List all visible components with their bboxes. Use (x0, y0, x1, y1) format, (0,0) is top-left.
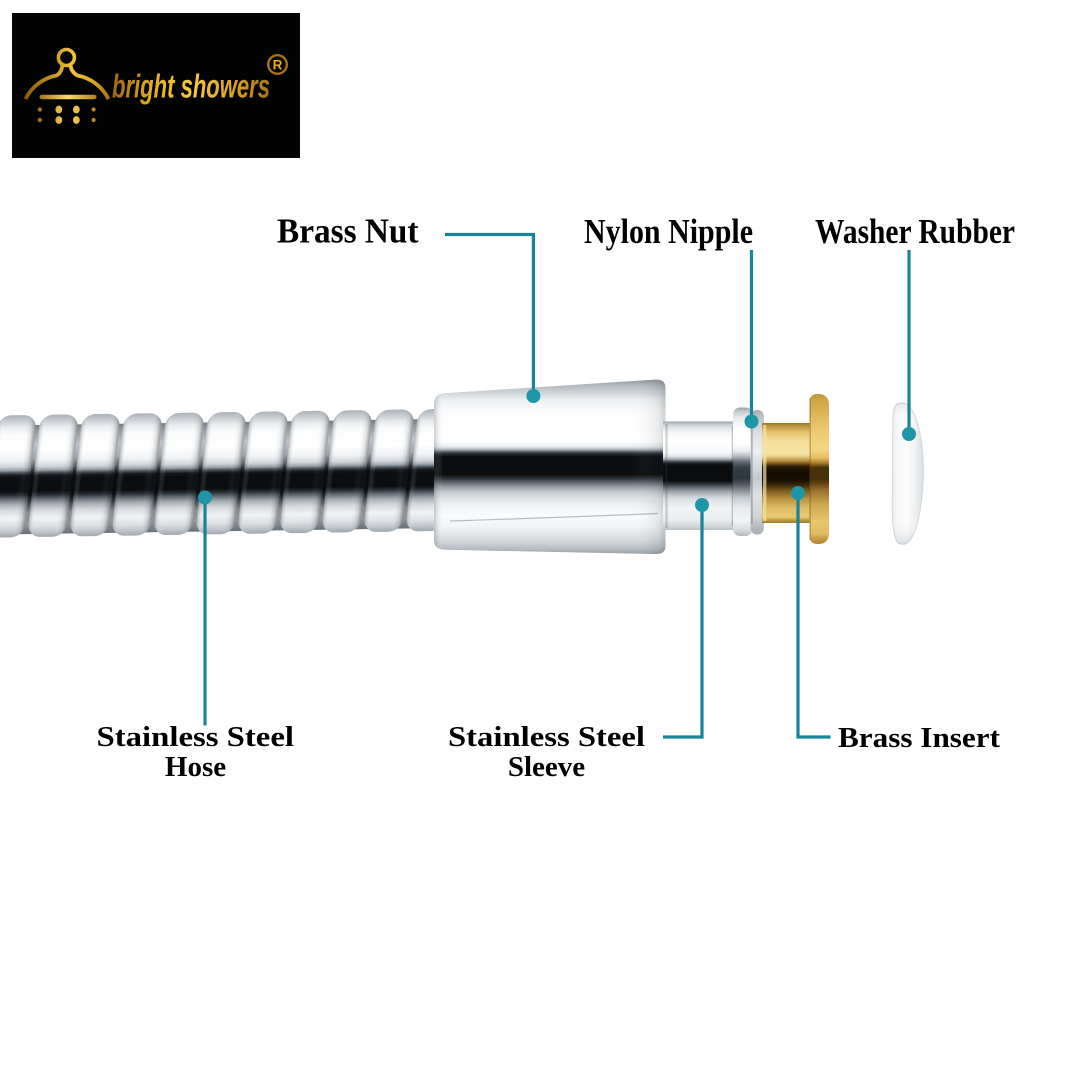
svg-text:R: R (273, 58, 283, 73)
svg-text:Hose: Hose (165, 751, 226, 783)
svg-text:Brass Insert: Brass Insert (838, 722, 1000, 754)
svg-text:Stainless Steel: Stainless Steel (448, 721, 645, 753)
svg-text:Brass Nut: Brass Nut (277, 212, 419, 251)
svg-text:Nylon Nipple: Nylon Nipple (584, 212, 753, 251)
svg-text:Sleeve: Sleeve (508, 751, 585, 783)
svg-text:Washer Rubber: Washer Rubber (815, 212, 1015, 251)
svg-text:bright showers: bright showers (112, 68, 270, 105)
svg-text:Stainless Steel: Stainless Steel (97, 721, 295, 753)
